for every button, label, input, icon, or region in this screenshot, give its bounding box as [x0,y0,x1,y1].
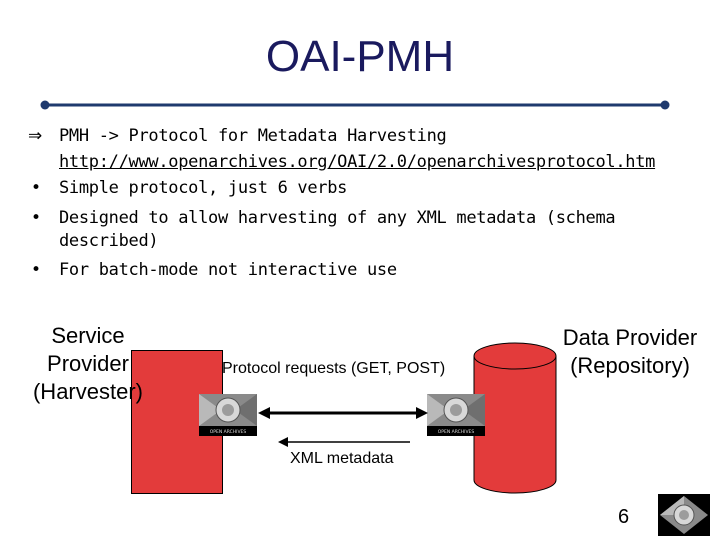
data-provider-cylinder [473,342,557,494]
service-provider-line-2: Provider [47,351,129,376]
response-label: XML metadata [290,450,394,467]
oai-logo-icon [658,494,710,536]
logo-text: OPEN ARCHIVES [210,429,247,435]
bullet-dot-icon: • [31,178,42,198]
service-provider-line-3: (Harvester) [32,379,143,404]
data-provider-line-2: (Repository) [570,353,690,378]
page-number: 6 [618,506,630,528]
oai-logo-icon: OPEN ARCHIVES [199,394,257,436]
arrow-bullet-icon: ⇒ [28,126,43,146]
bullet-text: Designed to allow harvesting of any XML … [59,208,616,228]
service-provider-label: Service Provider (Harvester) [18,322,158,406]
logo-text: OPEN ARCHIVES [438,429,475,435]
bullet-text: For batch-mode not interactive use [59,260,397,280]
data-provider-label: Data Provider (Repository) [552,324,708,380]
data-provider-line-1: Data Provider [562,325,698,350]
title-divider [40,100,670,110]
slide-title: OAI-PMH [265,32,455,81]
response-arrow [278,437,410,447]
bullet-dot-icon: • [31,260,42,280]
service-provider-line-1: Service [51,323,125,348]
request-arrow [258,407,428,419]
bullet-text: PMH -> Protocol for Metadata Harvesting [59,126,447,146]
request-label: Protocol requests (GET, POST) [222,360,446,377]
bullet-text: described) [59,231,159,251]
bullet-dot-icon: • [31,208,42,228]
protocol-link[interactable]: http://www.openarchives.org/OAI/2.0/open… [59,152,656,172]
oai-logo-icon: OPEN ARCHIVES [427,394,485,436]
bullet-text: Simple protocol, just 6 verbs [59,178,348,198]
